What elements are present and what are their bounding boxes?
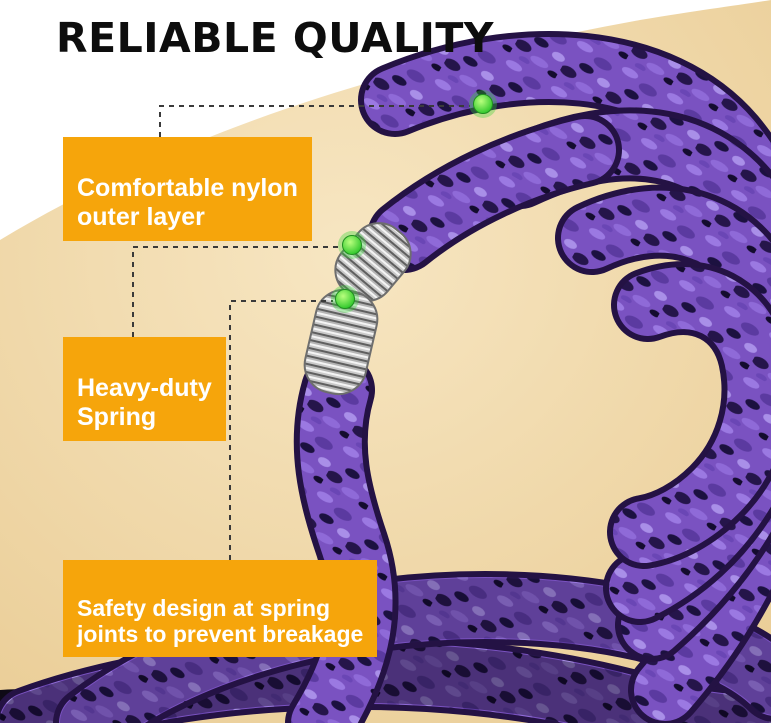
spring-joint-marker-dot xyxy=(331,285,359,313)
callout-nylon-layer: Comfortable nylon outer layer xyxy=(63,137,312,241)
spring-coil-lower xyxy=(303,288,379,396)
spring-marker-dot xyxy=(338,231,366,259)
callout-safety-design: Safety design at spring joints to preven… xyxy=(63,560,378,657)
page-title: RELIABLE QUALITY xyxy=(56,14,494,62)
leader-line-nylon xyxy=(159,105,470,137)
callout-heavy-duty-spring: Heavy-duty Spring xyxy=(63,337,226,441)
nylon-outer-layer-marker-dot xyxy=(469,90,497,118)
callout-heavy-duty-spring-label: Heavy-duty Spring xyxy=(77,374,212,431)
leader-lines xyxy=(132,105,470,560)
callout-nylon-layer-label: Comfortable nylon outer layer xyxy=(77,174,298,231)
callout-safety-design-label: Safety design at spring joints to preven… xyxy=(77,594,364,647)
leader-line-spring xyxy=(132,246,340,337)
feature-markers xyxy=(331,90,497,313)
